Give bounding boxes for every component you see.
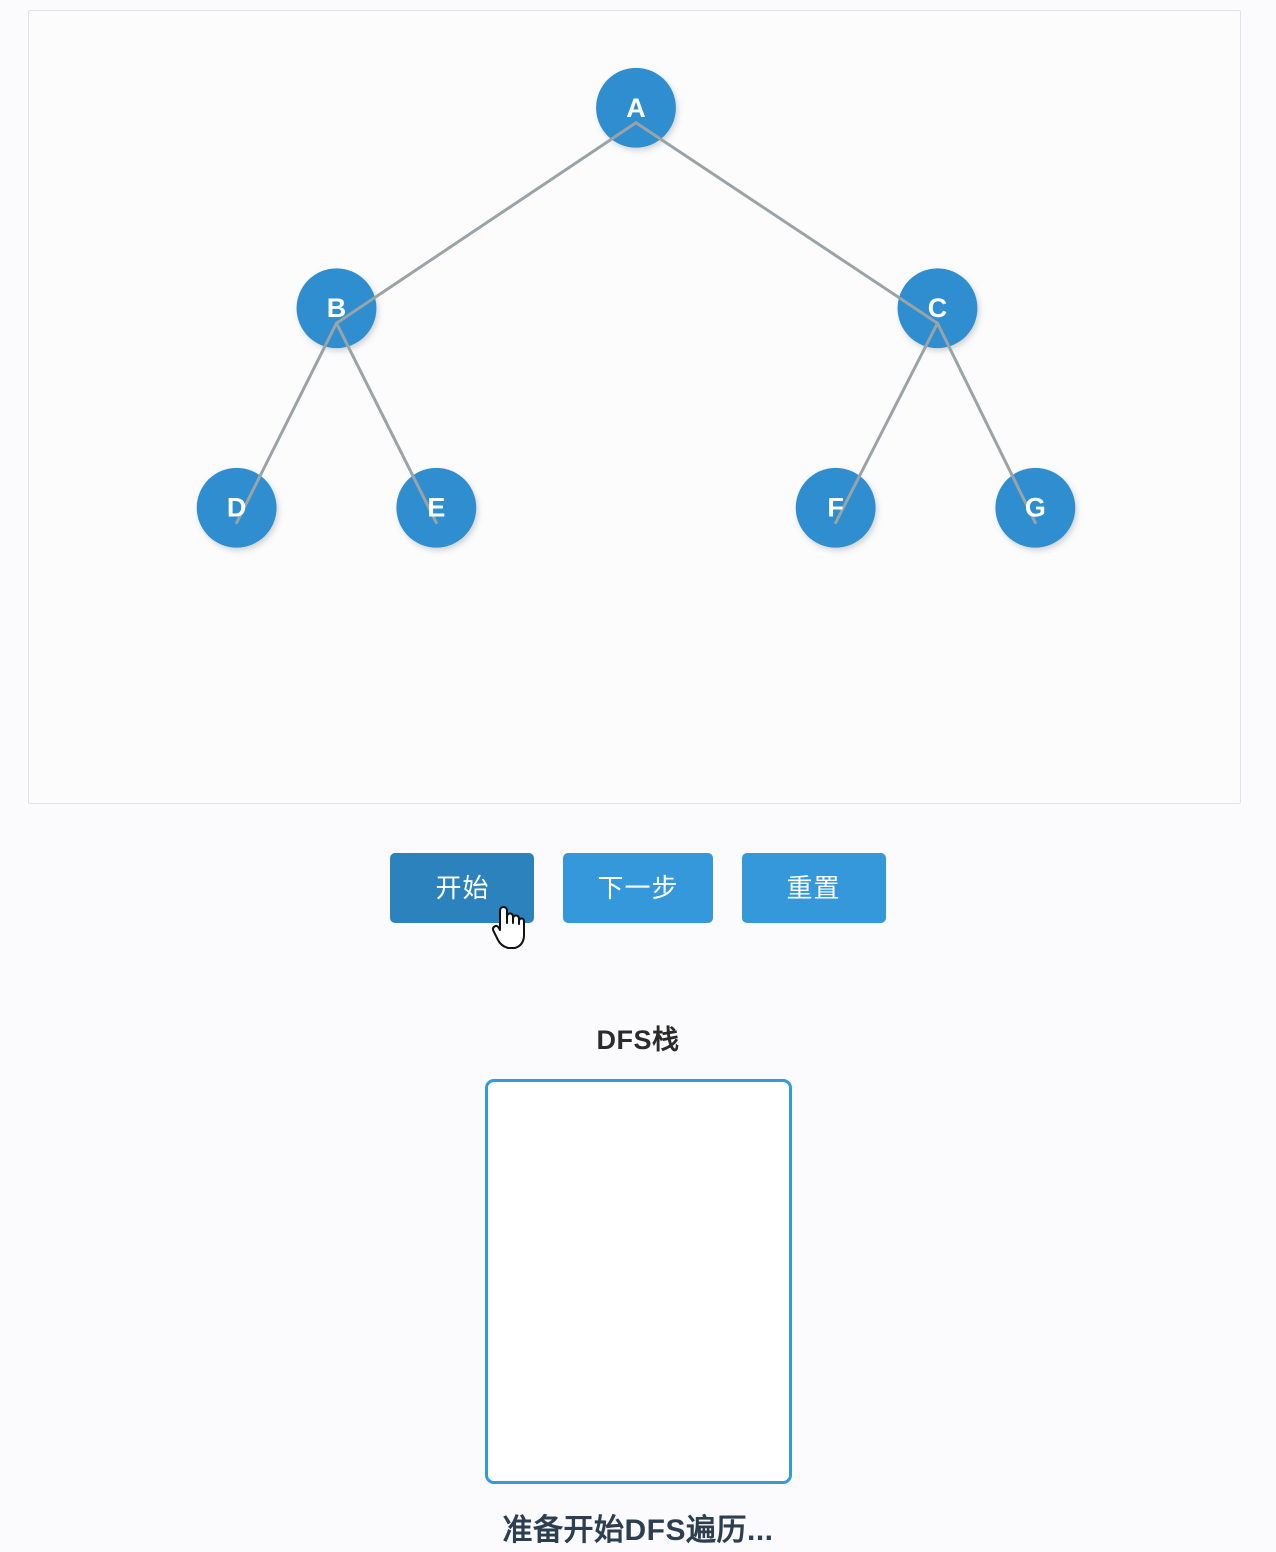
status-message: 准备开始DFS遍历...: [502, 1514, 774, 1547]
dfs-stack-box: [484, 1079, 792, 1484]
dfs-stack-panel: DFS栈: [0, 1018, 1276, 1484]
tree-node-label-f: F: [827, 493, 843, 523]
reset-button[interactable]: 重置: [741, 853, 886, 923]
tree-edge-c-g: [936, 321, 1037, 525]
tree-node-a[interactable]: [596, 67, 676, 148]
tree-node-f[interactable]: [795, 467, 876, 548]
controls-bar: 开始 下一步 重置: [0, 853, 1276, 923]
tree-edge-b-e: [334, 321, 438, 525]
tree-node-label-g: G: [1025, 493, 1046, 523]
next-step-button[interactable]: 下一步: [563, 853, 713, 923]
tree-node-label-b: B: [327, 293, 346, 323]
dfs-stack-title: DFS栈: [596, 1025, 680, 1055]
nodes-layer: A B C D E F G: [227, 93, 1046, 523]
tree-edge-a-c: [634, 121, 939, 325]
start-button[interactable]: 开始: [390, 853, 535, 923]
tree-graph-svg: A B C D E F G: [196, 67, 1076, 548]
tree-edge-c-f: [834, 321, 939, 525]
tree-node-g[interactable]: [995, 467, 1076, 548]
tree-edge-a-b: [334, 121, 638, 325]
tree-node-label-a: A: [626, 93, 645, 123]
tree-node-c[interactable]: [897, 268, 978, 349]
tree-edge-b-d: [235, 321, 338, 525]
tree-node-e[interactable]: [396, 467, 477, 548]
tree-node-label-d: D: [227, 493, 246, 523]
tree-canvas-container: A B C D E F G: [28, 10, 1241, 804]
tree-node-label-e: E: [427, 493, 445, 523]
tree-node-label-c: C: [928, 293, 947, 323]
edges-layer: [235, 121, 1037, 525]
tree-node-d[interactable]: [196, 467, 277, 548]
tree-node-b[interactable]: [296, 268, 377, 349]
